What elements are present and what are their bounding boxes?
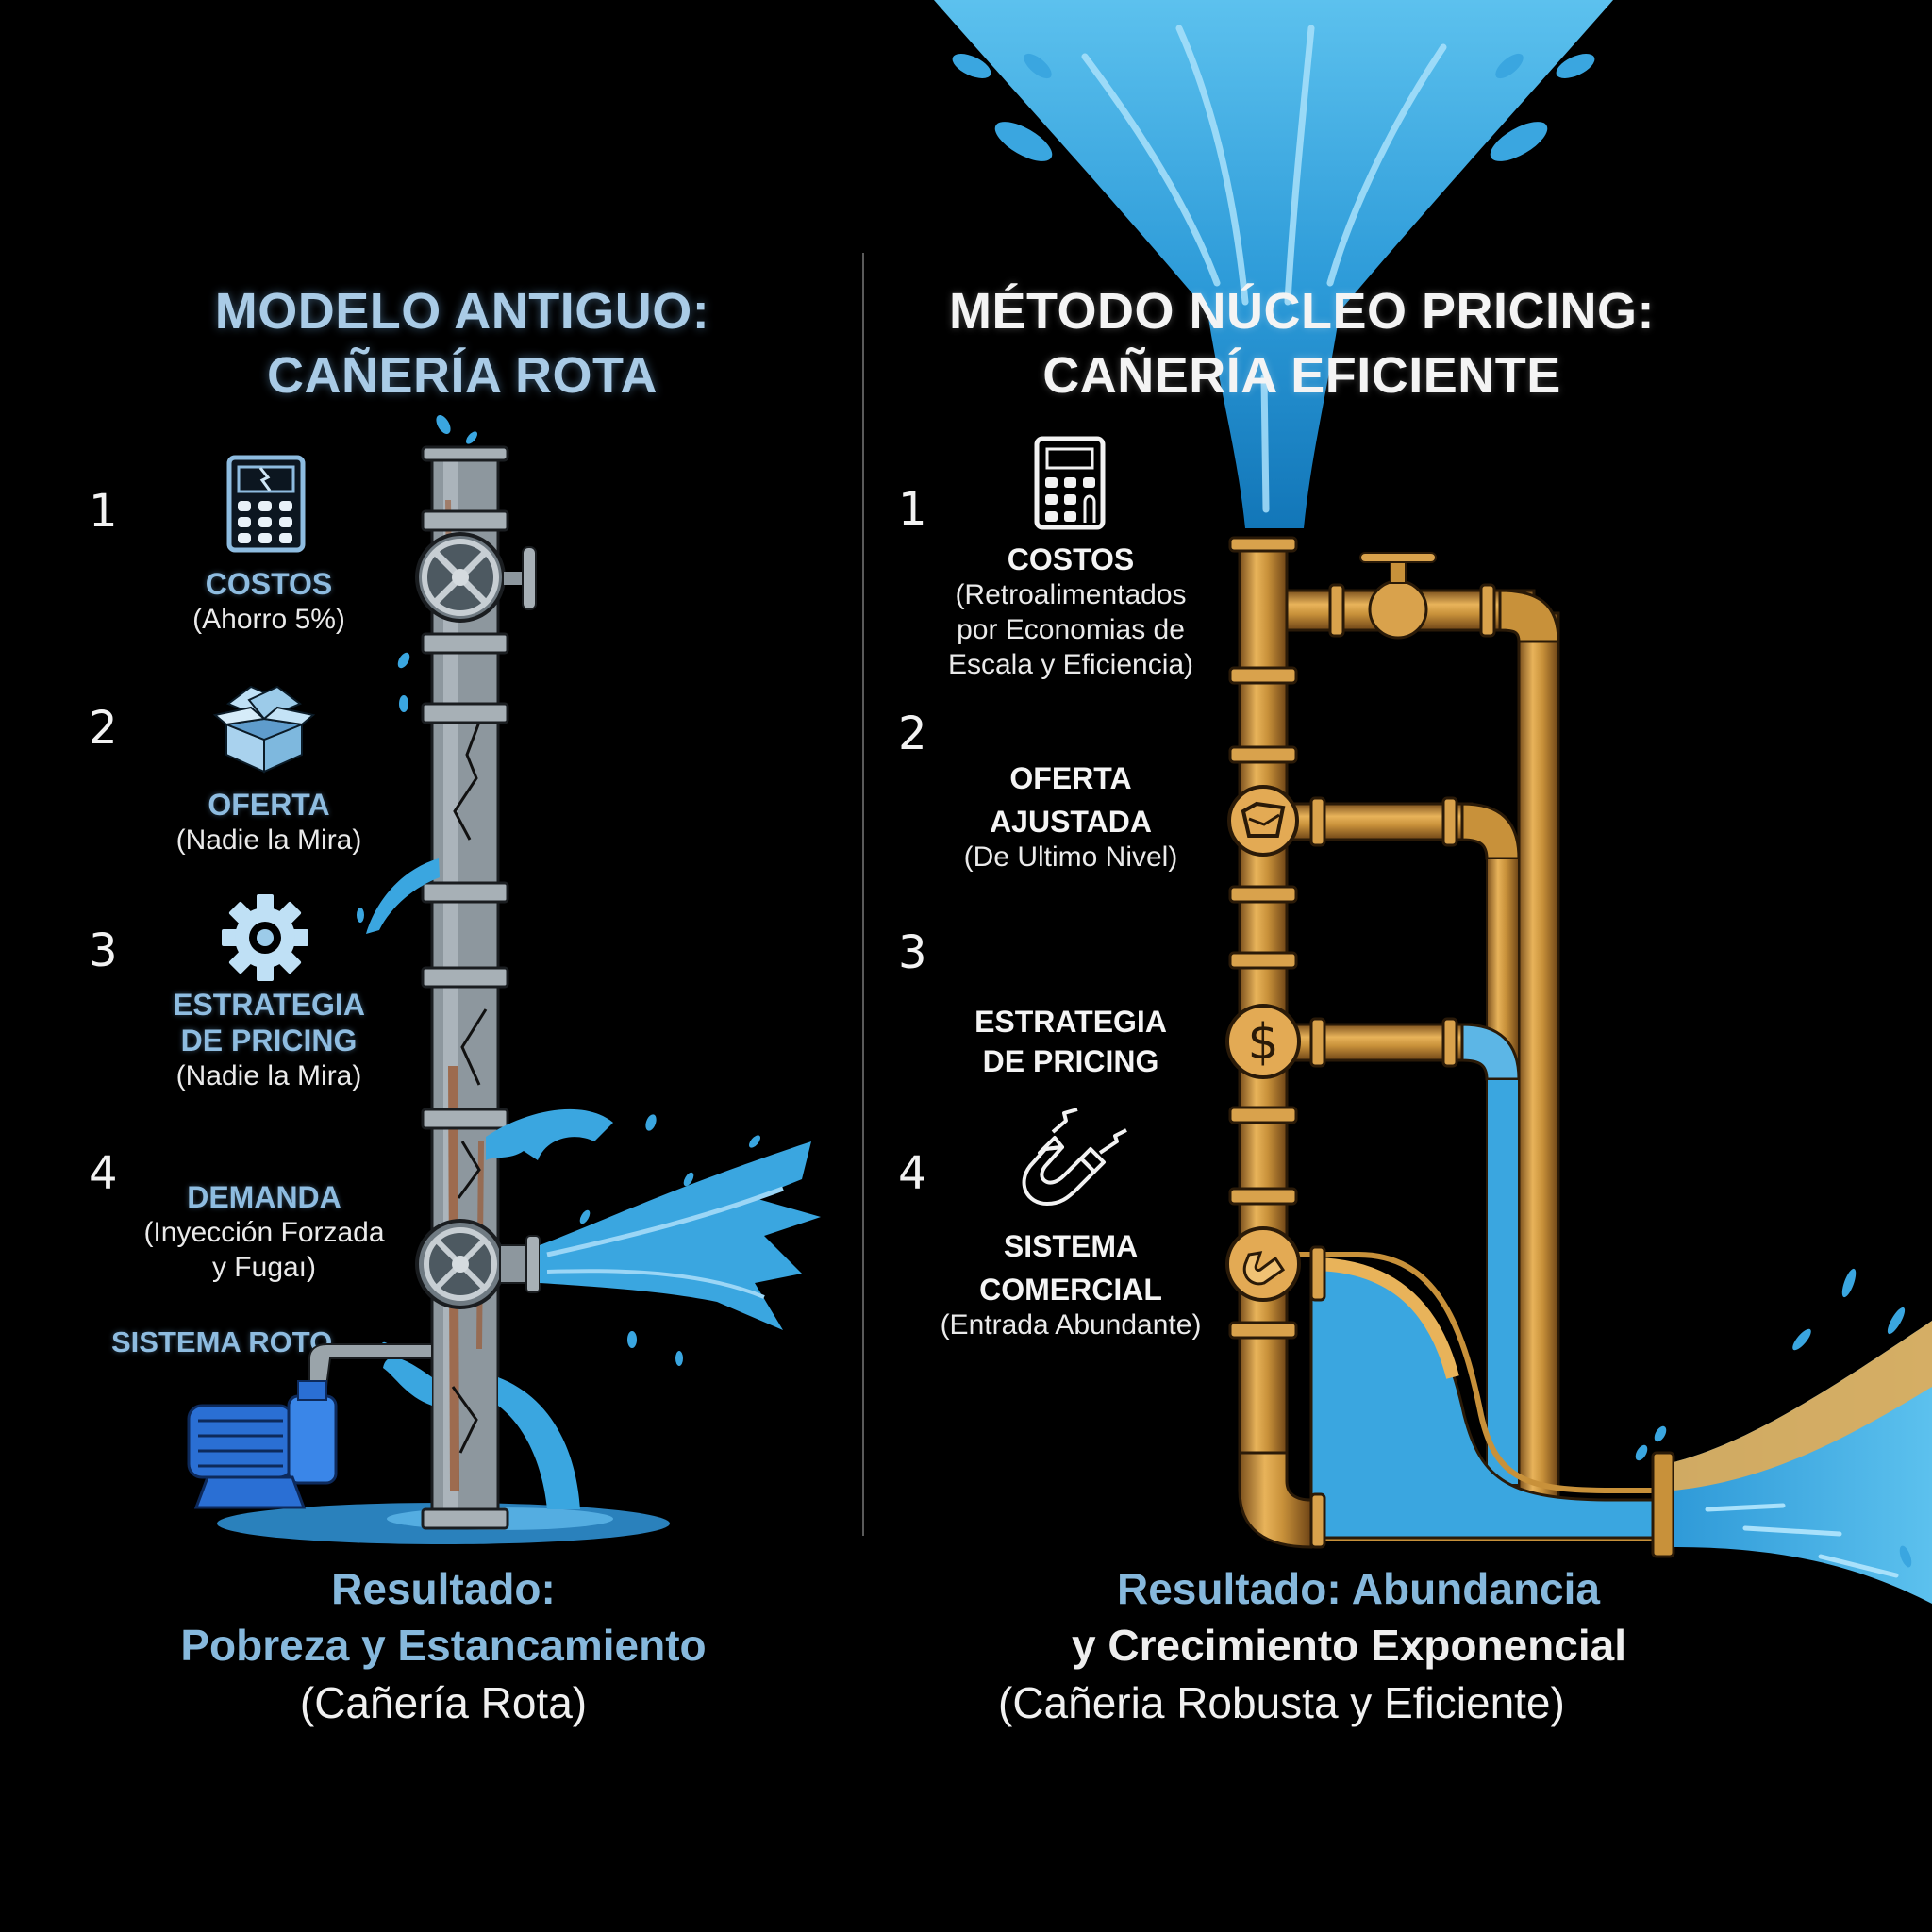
- right-step-2-title-line2: AJUSTADA: [990, 805, 1152, 839]
- right-result: Resultado: Abundancia y Crecimiento Expo…: [953, 1560, 1717, 1732]
- left-step-number-3: 3: [89, 924, 118, 977]
- right-step-1-subtitle-line3: Escala y Eficiencia): [947, 649, 1194, 680]
- calculator-icon: [1034, 436, 1106, 530]
- water-droplets: [952, 53, 1595, 161]
- right-step-number-4: 4: [898, 1147, 927, 1200]
- left-step-number-4: 4: [89, 1147, 118, 1200]
- water-jet: [366, 858, 440, 934]
- crack: [453, 716, 483, 841]
- crack: [451, 1386, 478, 1454]
- left-result-line1: Resultado:: [331, 1564, 556, 1613]
- right-step-1-subtitle-line1: (Retroalimentados: [955, 579, 1187, 610]
- copper-pipe-illustration: $: [1225, 536, 1932, 1604]
- magnet-icon: [1022, 1108, 1127, 1206]
- right-result-line3: (Cañeria Robusta y Eficiente): [998, 1678, 1565, 1727]
- broken-system-label: SISTEMA ROTO: [111, 1325, 333, 1358]
- valve-wheel-icon: [415, 532, 537, 623]
- right-step-2-title-line1: OFERTA: [1009, 761, 1132, 795]
- left-step-1: COSTOS (Ahorro 5%): [142, 566, 396, 637]
- right-step-3-title-line2: DE PRICING: [982, 1044, 1159, 1078]
- right-title-line2: CAÑERÍA EFICIENTE: [1042, 347, 1561, 404]
- right-step-4-subtitle: (Entrada Abundante): [940, 1309, 1202, 1341]
- right-step-number-3: 3: [898, 926, 927, 979]
- water-pump-icon: [187, 1343, 433, 1509]
- left-step-4: DEMANDA (Inyección Forzada y Fugaı): [123, 1179, 406, 1285]
- water-filled-pipe: [1486, 1078, 1520, 1486]
- left-step-4-title: DEMANDA: [187, 1180, 341, 1214]
- right-step-4: SISTEMA COMERCIAL (Entrada Abundante): [924, 1228, 1217, 1342]
- left-title: MODELO ANTIGUO: CAÑERÍA ROTA: [151, 279, 774, 408]
- right-step-1-subtitle-line2: por Economias de: [957, 614, 1185, 645]
- left-step-number-2: 2: [89, 702, 118, 755]
- left-step-2-subtitle: (Nadie la Mira): [175, 824, 362, 856]
- left-title-line1: MODELO ANTIGUO:: [214, 283, 710, 340]
- left-step-3-subtitle: (Nadie la Mira): [175, 1060, 362, 1091]
- svg-text:$: $: [1247, 1014, 1278, 1071]
- left-step-3: ESTRATEGIA DE PRICING (Nadie la Mira): [142, 987, 396, 1093]
- dollar-valve-icon: $: [1225, 1004, 1301, 1079]
- right-result-line2: y Crecimiento Exponencial: [1072, 1621, 1626, 1670]
- right-step-4-title-line1: SISTEMA: [1003, 1229, 1139, 1263]
- right-title: MÉTODO NÚCLEO PRICING: CAÑERÍA EFICIENTE: [877, 279, 1726, 408]
- left-step-2: OFERTA (Nadie la Mira): [142, 787, 396, 858]
- water-jet: [486, 1108, 613, 1160]
- right-step-2: OFERTA AJUSTADA (De Ultimo Nivel): [924, 760, 1217, 874]
- left-step-3-title-line1: ESTRATEGIA: [173, 988, 365, 1022]
- right-title-line1: MÉTODO NÚCLEO PRICING:: [948, 283, 1655, 340]
- crack: [460, 1008, 488, 1086]
- left-title-line2: CAÑERÍA ROTA: [267, 347, 658, 404]
- calculator-icon: [226, 455, 306, 553]
- right-step-3: ESTRATEGIA DE PRICING: [924, 1004, 1217, 1079]
- water-fountain-illustration: [934, 0, 1613, 528]
- valve-handle: [1359, 552, 1437, 563]
- left-step-3-title-line2: DE PRICING: [180, 1024, 358, 1058]
- right-result-line1: Resultado: Abundancia: [1117, 1564, 1600, 1613]
- left-step-1-title: COSTOS: [205, 567, 333, 601]
- water-fountain: [934, 0, 1613, 528]
- magnet-valve-icon: [1225, 1226, 1301, 1302]
- broken-pipe-illustration: [187, 415, 821, 1544]
- left-step-number-1: 1: [89, 485, 118, 538]
- valve-icon: [1368, 579, 1428, 640]
- water-jet: [498, 1377, 580, 1509]
- water-droplets: [357, 415, 760, 1366]
- right-step-1: COSTOS (Retroalimentados por Economias d…: [924, 541, 1217, 682]
- left-step-1-subtitle: (Ahorro 5%): [192, 604, 345, 635]
- left-step-2-title: OFERTA: [208, 788, 330, 822]
- gear-icon: [222, 894, 308, 981]
- left-step-4-subtitle-line2: y Fugaı): [211, 1252, 317, 1283]
- valve-wheel-icon: [415, 1219, 541, 1309]
- left-result-line3: (Cañería Rota): [299, 1678, 588, 1727]
- box-valve-icon: [1227, 785, 1299, 857]
- panel-divider: [862, 253, 864, 1536]
- copper-pipe: [1517, 611, 1560, 1502]
- right-step-3-title-line1: ESTRATEGIA: [974, 1005, 1167, 1039]
- open-box-icon: [212, 685, 316, 774]
- left-result-line2: Pobreza y Estancamiento: [180, 1621, 707, 1670]
- outlet-flange: [1651, 1451, 1675, 1558]
- right-step-number-1: 1: [898, 483, 927, 536]
- crack: [457, 1141, 481, 1199]
- left-result: Resultado: Pobreza y Estancamiento (Cañe…: [113, 1560, 774, 1732]
- water-droplets: [1387, 1268, 1912, 1568]
- right-step-1-title: COSTOS: [1007, 542, 1135, 576]
- left-step-4-subtitle-line1: (Inyección Forzada: [143, 1217, 385, 1248]
- right-step-number-2: 2: [898, 708, 927, 760]
- water-jet: [540, 1141, 821, 1330]
- right-step-4-title-line2: COMERCIAL: [979, 1273, 1162, 1307]
- right-step-2-subtitle: (De Ultimo Nivel): [963, 841, 1178, 873]
